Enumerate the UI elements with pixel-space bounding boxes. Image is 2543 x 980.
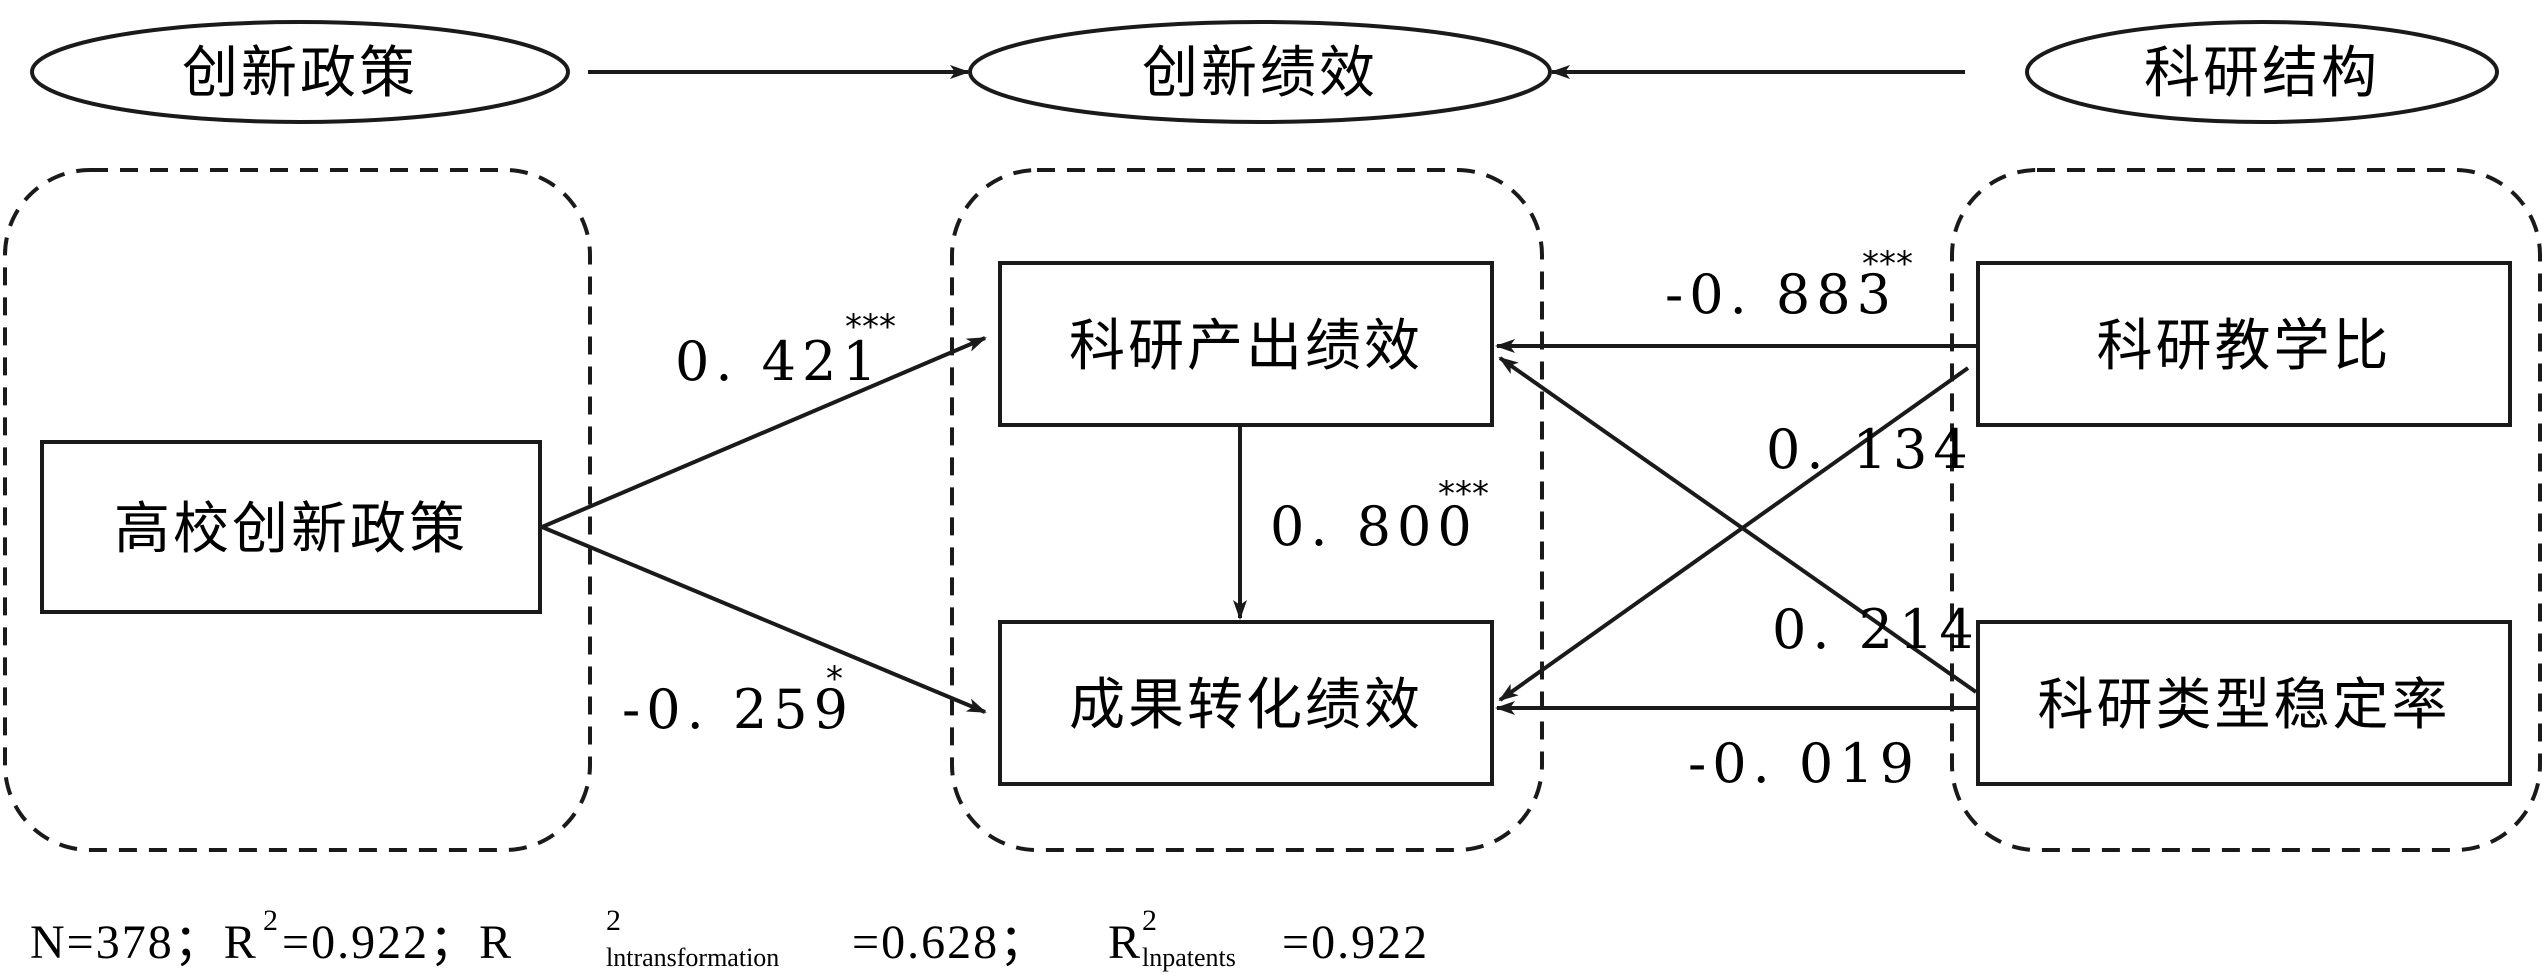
header-innovation-policy: 创新政策 (30, 20, 570, 124)
coef-stability-to-transformation: -0. 019 (1688, 732, 1920, 795)
coef-stability-to-transformation-value: -0. 019 (1688, 732, 1920, 795)
footnote-model-fit: N=378；R 2 =0.922；R 2 lntransformation =0… (30, 904, 1429, 972)
coef-ratio-to-transformation-value: 0. 134 (1766, 418, 1974, 481)
coef-ratio-to-transformation: 0. 134 (1766, 418, 1974, 481)
header-innovation-performance-label: 创新绩效 (1142, 41, 1378, 106)
node-research-output: 科研产出绩效 (998, 261, 1494, 427)
coef-policy-to-transformation-sig: * (826, 659, 843, 699)
coef-stability-to-output-value: 0. 214 (1772, 598, 1980, 661)
header-innovation-performance: 创新绩效 (968, 20, 1552, 124)
coef-policy-to-transformation: -0. 259 * (622, 659, 854, 741)
node-research-teaching-ratio-label: 科研教学比 (2097, 314, 2392, 379)
footnote-n: N=378；R (30, 916, 258, 969)
footnote-r2-sup: 2 (263, 904, 278, 937)
coef-policy-to-output-sig: *** (845, 307, 896, 347)
group-policy-container (3, 168, 592, 852)
footnote-r2-transformation-sub: lntransformation (606, 943, 779, 972)
footnote-r-label: R (1108, 916, 1142, 969)
node-research-type-stability-label: 科研类型稳定率 (2038, 673, 2451, 738)
coef-ratio-to-output: -0. 883 *** (1665, 244, 1913, 326)
node-university-policy: 高校创新政策 (40, 440, 542, 614)
node-research-type-stability: 科研类型稳定率 (1976, 620, 2512, 786)
header-research-structure: 科研结构 (2025, 20, 2499, 124)
header-research-structure-label: 科研结构 (2144, 41, 2380, 106)
footnote-r2-transformation-sup: 2 (606, 904, 621, 937)
node-transformation-label: 成果转化绩效 (1069, 673, 1423, 738)
header-innovation-policy-label: 创新政策 (182, 41, 418, 106)
arrow-policy-to-transformation (541, 525, 987, 714)
coef-stability-to-output: 0. 214 (1772, 598, 1980, 661)
coef-output-to-transformation: 0. 800 *** (1270, 474, 1489, 558)
coef-policy-to-output-value: 0. 421 (675, 330, 883, 393)
coef-output-to-transformation-sig: *** (1438, 474, 1489, 514)
coef-policy-to-transformation-value: -0. 259 (622, 678, 854, 741)
group-performance-container (950, 168, 1544, 852)
coef-output-to-transformation-value: 0. 800 (1270, 495, 1478, 558)
footnote-r2-patents-value: =0.922 (1282, 916, 1429, 969)
coef-ratio-to-output-sig: *** (1862, 244, 1913, 284)
arrow-policy-to-output (541, 336, 987, 529)
node-research-teaching-ratio: 科研教学比 (1976, 261, 2512, 427)
node-university-policy-label: 高校创新政策 (114, 497, 468, 562)
coef-ratio-to-output-value: -0. 883 (1665, 263, 1897, 326)
arrow-stability-to-output (1498, 356, 1978, 694)
node-transformation: 成果转化绩效 (998, 620, 1494, 786)
node-research-output-label: 科研产出绩效 (1069, 314, 1423, 379)
arrow-ratio-to-transformation (1498, 366, 1970, 702)
footnote-r2-value: =0.922；R (282, 916, 513, 969)
footnote-r2-transformation-value: =0.628； (852, 916, 1049, 969)
footnote-r2-patents-sub: lnpatents (1142, 943, 1236, 972)
coef-policy-to-output: 0. 421 *** (675, 307, 896, 393)
footnote-r2-patents-sup: 2 (1142, 904, 1157, 937)
